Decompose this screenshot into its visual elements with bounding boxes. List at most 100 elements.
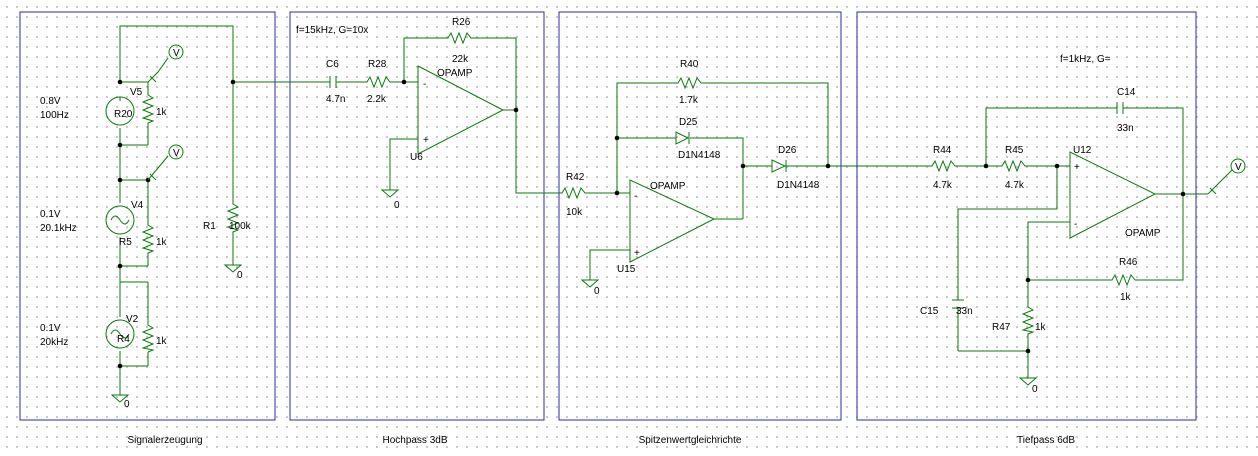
resistor-r42-name: R42 — [566, 172, 585, 183]
source-v4-symbol — [105, 205, 135, 235]
voltage-probe-icon — [147, 44, 184, 83]
block-label-spitzenwert: Spitzenwertgleichrichte — [639, 435, 742, 446]
opamp-u15-model: OPAMP — [650, 181, 686, 192]
junction-dot — [614, 135, 620, 141]
diode-d26-name: D26 — [778, 145, 797, 156]
resistor-r44-symbol — [928, 159, 958, 173]
resistor-r42-value: 10k — [566, 207, 583, 218]
probe-label: V — [173, 48, 180, 59]
source-v2-name: V2 — [126, 314, 139, 325]
ground-label: 0 — [394, 200, 400, 211]
opamp-u15-plus: + — [634, 248, 640, 259]
opamp-u12-model: OPAMP — [1125, 228, 1161, 239]
probe-label: V — [1235, 162, 1242, 173]
resistor-r40-value: 1.7k — [679, 95, 699, 106]
resistor-r45-name: R45 — [1005, 145, 1024, 156]
resistor-r4-value: 1k — [156, 336, 168, 347]
ground-label: 0 — [1032, 384, 1038, 395]
junction-dot — [1025, 277, 1031, 283]
source-v5-amplitude: 0.8V — [40, 96, 61, 107]
ground-label: 0 — [237, 270, 243, 281]
opamp-u12-name: U12 — [1073, 145, 1092, 156]
junction-dot — [401, 79, 407, 85]
source-v2-amplitude: 0.1V — [40, 323, 61, 334]
opamp-u15-name: U15 — [617, 264, 636, 275]
probe-label: V — [173, 148, 180, 159]
source-v5-symbol — [105, 96, 135, 126]
opamp-u6-model: OPAMP — [437, 68, 473, 79]
resistor-r28-symbol — [364, 75, 392, 89]
resistor-r46-value: 1k — [1120, 292, 1132, 303]
source-v4-name: V4 — [131, 200, 144, 211]
resistor-r20-symbol — [141, 92, 155, 125]
junction-dot — [1054, 163, 1060, 169]
resistor-r5-symbol — [141, 222, 155, 255]
capacitor-c14-name: C14 — [1117, 87, 1136, 98]
source-v5-name: V5 — [130, 87, 143, 98]
source-v2-frequency: 20kHz — [40, 337, 68, 348]
opamp-u6-symbol — [417, 65, 505, 155]
junction-dot — [117, 263, 123, 269]
opamp-u15-symbol — [629, 179, 716, 263]
block-label-tiefpass: Tiefpass 6dB — [1017, 435, 1075, 446]
junction-dot — [1025, 348, 1031, 354]
ground-icon — [1018, 377, 1038, 386]
capacitor-c6-symbol — [329, 76, 337, 88]
resistor-r40-symbol — [674, 76, 704, 90]
opamp-u12-symbol — [1069, 151, 1157, 239]
diode-d26-model: D1N4148 — [777, 180, 820, 191]
resistor-r1-name: R1 — [203, 221, 216, 232]
diode-d26-symbol — [771, 159, 787, 173]
resistor-r20-value: 1k — [156, 107, 168, 118]
junction-dot — [117, 177, 123, 183]
opamp-u6-name: U6 — [410, 152, 423, 163]
ground-icon — [380, 189, 400, 198]
ground-label: 0 — [594, 286, 600, 297]
resistor-r40-name: R40 — [680, 59, 699, 70]
junction-dot — [983, 163, 989, 169]
resistor-r44-name: R44 — [933, 145, 952, 156]
opamp-u6-plus: + — [423, 135, 429, 146]
opamp-u12-minus: - — [1074, 219, 1077, 230]
block-frame-signalerzeugung — [19, 11, 276, 421]
resistor-r44-value: 4.7k — [933, 180, 953, 191]
junction-dot — [825, 163, 831, 169]
resistor-r26-name: R26 — [452, 17, 471, 28]
resistor-r26-value: 22k — [452, 54, 469, 65]
resistor-r42-symbol — [556, 186, 588, 200]
resistor-r47-name: R47 — [992, 322, 1011, 333]
capacitor-c6-value: 4.7n — [326, 94, 345, 105]
resistor-r47-value: 1k — [1035, 322, 1047, 333]
resistor-r26-symbol — [440, 31, 476, 45]
junction-dot — [117, 79, 123, 85]
junction-dot — [1180, 191, 1186, 197]
resistor-r28-name: R28 — [368, 59, 387, 70]
junction-dot — [740, 163, 746, 169]
capacitor-c14-symbol — [1116, 102, 1124, 114]
resistor-r5-name: R5 — [119, 237, 132, 248]
diode-d25-name: D25 — [679, 117, 698, 128]
hp-note: f=15kHz, G=10x — [296, 25, 368, 36]
block-frame-hochpass — [289, 11, 545, 421]
block-label-signalerzeugung: Signalerzeugung — [127, 435, 202, 446]
ground-icon — [110, 394, 130, 403]
tp-note: f=1kHz, G= — [1060, 54, 1111, 65]
resistor-r45-symbol — [998, 159, 1028, 173]
block-frame-spitzenwert — [558, 11, 842, 421]
ground-icon — [580, 279, 600, 288]
voltage-probe-icon — [147, 144, 184, 181]
ground-icon — [223, 264, 243, 273]
block-frame-tiefpass — [856, 11, 1197, 421]
resistor-r46-name: R46 — [1119, 257, 1138, 268]
resistor-r46-symbol — [1108, 273, 1140, 287]
resistor-r28-value: 2.2k — [367, 94, 387, 105]
source-v4-amplitude: 0.1V — [40, 209, 61, 220]
capacitor-c6-name: C6 — [326, 59, 339, 70]
ground-label: 0 — [124, 399, 130, 410]
diode-d25-model: D1N4148 — [678, 150, 721, 161]
resistor-r20-name: R20 — [114, 109, 133, 120]
source-v2-symbol — [105, 319, 135, 349]
resistor-r1-value: 100k — [229, 221, 252, 232]
